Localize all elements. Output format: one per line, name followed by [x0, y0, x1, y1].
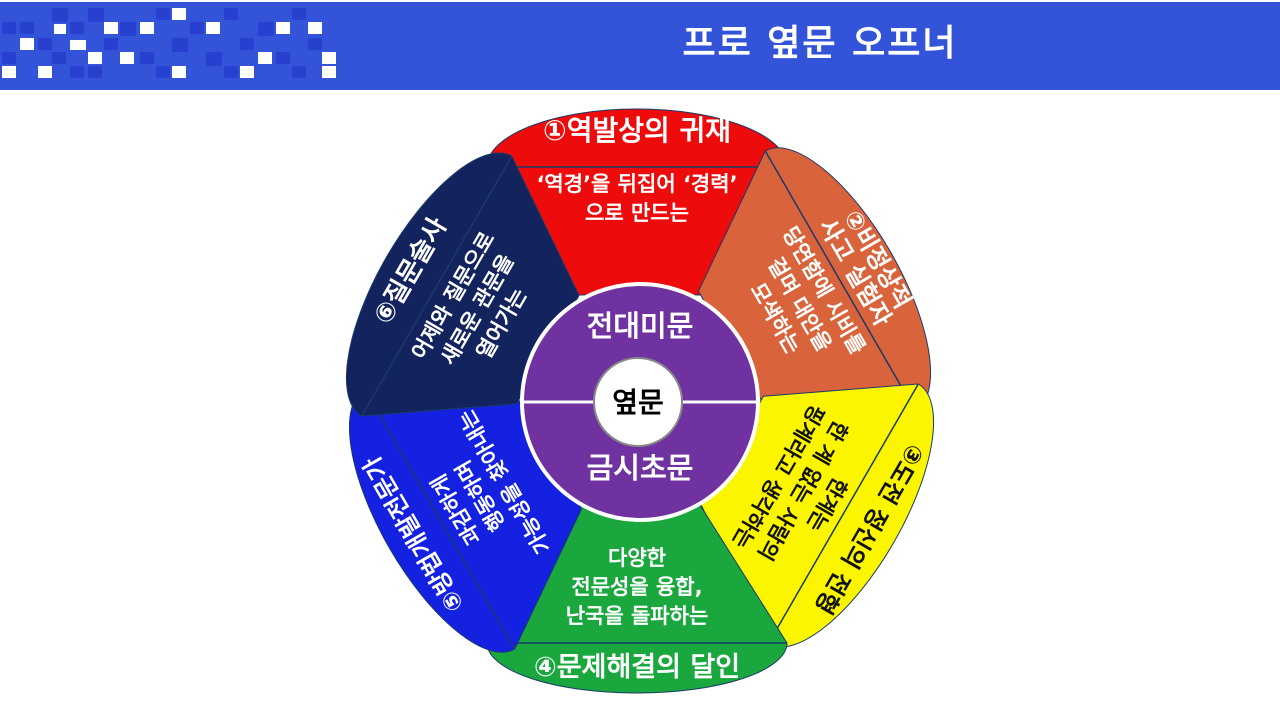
- header-bar: [0, 2, 1280, 90]
- center-core-label: 옆문: [612, 386, 664, 419]
- petal-1-title: ①역발상의 귀재: [543, 114, 731, 147]
- petal-4-desc-line-2: 전문성을 융합,: [571, 575, 702, 599]
- petal-1-desc-line-2: 으로 만드는: [585, 201, 689, 225]
- petal-4-title: ④문제해결의 달인: [534, 652, 740, 683]
- petal-4-desc-line-1: 다양한: [608, 546, 666, 570]
- center-bottom-label: 금시초문: [587, 451, 694, 485]
- header-logo-pattern: [2, 8, 336, 78]
- petal-4-desc-line-3: 난국을 돌파하는: [566, 604, 709, 628]
- petal-3: ③도전 정신의 전형 한계는 한 계 없는 사람의 핑계라고 생각하는: [700, 383, 935, 648]
- page-title: 프로 옆문 오프너: [682, 23, 958, 64]
- petal-1-desc-line-1: ‘역경’을 뒤집어 ‘경력’: [536, 172, 737, 196]
- petal-4: 다양한 전문성을 융합, 난국을 돌파하는 ④문제해결의 달인: [486, 504, 788, 694]
- center-top-label: 전대미문: [587, 309, 694, 343]
- petal-6: ⑥질문술사 어제와 질문으로 새로운 관문을 열어가는: [345, 152, 580, 417]
- petal-1: ①역발상의 귀재 ‘역경’을 뒤집어 ‘경력’ 으로 만드는: [486, 108, 788, 296]
- center-hub: 전대미문 금시초문 옆문: [520, 282, 760, 522]
